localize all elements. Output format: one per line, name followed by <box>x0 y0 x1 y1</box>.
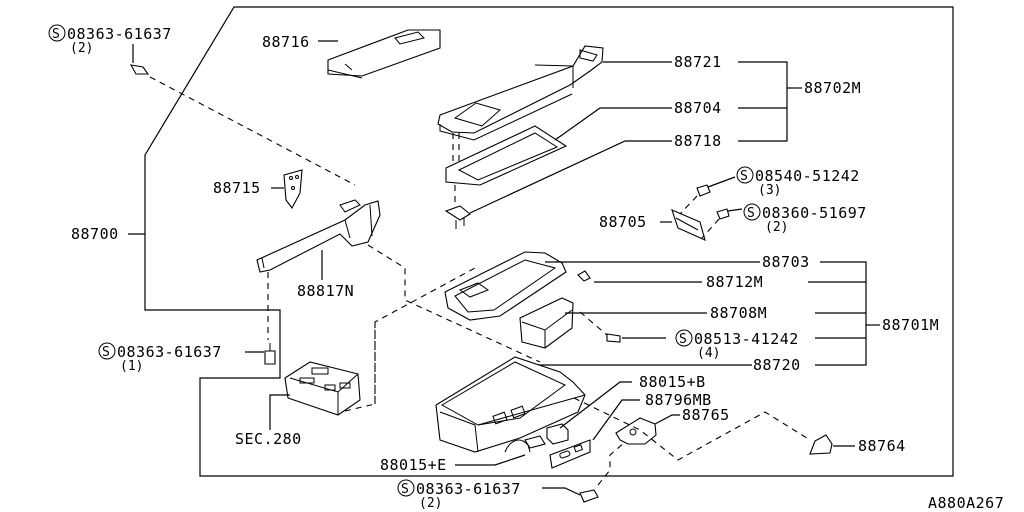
label-88703: 88703 <box>762 253 810 271</box>
part-88765-latch[interactable] <box>615 417 657 445</box>
leader-f6 <box>542 487 581 496</box>
label-88716: 88716 <box>262 33 310 51</box>
guide-dash <box>344 267 476 412</box>
part-88015B-switch[interactable] <box>546 423 569 445</box>
part-88712M-clip[interactable] <box>577 270 591 282</box>
part-88721-armrest[interactable] <box>437 45 604 141</box>
label-88701M: 88701M <box>882 316 939 334</box>
bracket-88702M <box>738 61 788 142</box>
leader-08540 <box>707 176 736 188</box>
fastener-f5: S 08513-41242 (4) <box>675 329 799 361</box>
label-88015B: 88015+B <box>639 373 706 391</box>
fastener-f1: S 08363-61637 (2) <box>48 24 172 56</box>
screw-08363-61637-bottom[interactable] <box>579 489 599 503</box>
s-symbol: S <box>747 206 755 221</box>
label-88718: 88718 <box>674 132 722 150</box>
fastener-qty: (3) <box>758 183 781 198</box>
s-symbol: S <box>52 27 60 42</box>
leader-88704 <box>554 107 672 141</box>
label-sec280: SEC.280 <box>235 430 302 448</box>
leader-88015B <box>559 381 632 429</box>
leader-08360 <box>727 208 743 212</box>
fastener-qty: (1) <box>120 359 143 374</box>
part-88715-plate[interactable] <box>283 169 303 210</box>
guide-dash <box>267 244 541 363</box>
fastener-number: 08363-61637 <box>416 480 521 498</box>
label-88721: 88721 <box>674 53 722 71</box>
label-88715: 88715 <box>213 179 261 197</box>
label-88817N: 88817N <box>297 282 354 300</box>
diagram-code: A880A267 <box>928 494 1004 512</box>
part-sec280-unit[interactable] <box>284 361 361 416</box>
label-88705: 88705 <box>599 213 647 231</box>
fastener-f6: S 08363-61637 (2) <box>397 479 521 511</box>
leader-88765 <box>654 414 680 425</box>
fastener-number: 08360-51697 <box>762 204 867 222</box>
label-88704: 88704 <box>674 99 722 117</box>
part-88718-hinge[interactable] <box>444 205 471 229</box>
s-symbol: S <box>679 332 687 347</box>
guide-dash <box>679 195 720 239</box>
leader-88015E <box>455 454 526 466</box>
part-88720-console-box[interactable] <box>435 356 586 453</box>
fastener-number: 08513-41242 <box>694 330 799 348</box>
leader-sec280 <box>269 394 290 430</box>
fastener-qty: (4) <box>697 346 720 361</box>
guide-dash <box>149 76 356 186</box>
part-88817N-bracket[interactable] <box>256 199 381 273</box>
screw-08540-51242[interactable] <box>696 184 711 197</box>
label-88765: 88765 <box>682 406 730 424</box>
s-symbol: S <box>102 345 110 360</box>
screw-08513-41242[interactable] <box>606 333 621 343</box>
leader-88718 <box>469 140 672 214</box>
part-88704-pad[interactable] <box>445 125 568 186</box>
part-88764-cap[interactable] <box>809 434 833 455</box>
part-88708M-pocket[interactable] <box>519 297 574 349</box>
screw-08363-61637-left[interactable] <box>264 343 276 365</box>
s-symbol: S <box>740 169 748 184</box>
label-88700: 88700 <box>71 225 119 243</box>
screw-08360-51697[interactable] <box>716 208 730 220</box>
fastener-number: 08363-61637 <box>117 343 222 361</box>
leader-88796MB <box>592 399 640 441</box>
label-88796MB: 88796MB <box>645 391 712 409</box>
guide-dash <box>452 133 460 206</box>
s-symbol: S <box>401 482 409 497</box>
part-88703-tray[interactable] <box>444 251 567 321</box>
label-88708M: 88708M <box>710 304 767 322</box>
label-88712M: 88712M <box>706 273 763 291</box>
label-88702M: 88702M <box>804 79 861 97</box>
part-88705-bracket[interactable] <box>671 209 706 241</box>
fastener-f3: S 08360-51697 (2) <box>743 203 867 235</box>
label-88764: 88764 <box>858 437 906 455</box>
label-88015E: 88015+E <box>380 456 447 474</box>
assembly-outline <box>144 6 954 477</box>
fastener-qty: (2) <box>419 496 442 511</box>
part-88716-lid[interactable] <box>327 29 441 79</box>
label-88720: 88720 <box>753 356 801 374</box>
fastener-f2: S 08540-51242 (3) <box>736 166 860 198</box>
screw-08363-61637-top[interactable] <box>129 64 150 75</box>
guide-dash <box>573 397 811 486</box>
fastener-number: 08540-51242 <box>755 167 860 185</box>
part-88015E-harness[interactable] <box>504 435 546 453</box>
part-88796MB-plate[interactable] <box>549 439 591 469</box>
guide-dash <box>579 311 608 336</box>
fastener-qty: (2) <box>765 220 788 235</box>
fastener-f4: S 08363-61637 (1) <box>98 342 222 374</box>
fastener-number: 08363-61637 <box>67 25 172 43</box>
fastener-qty: (2) <box>70 41 93 56</box>
